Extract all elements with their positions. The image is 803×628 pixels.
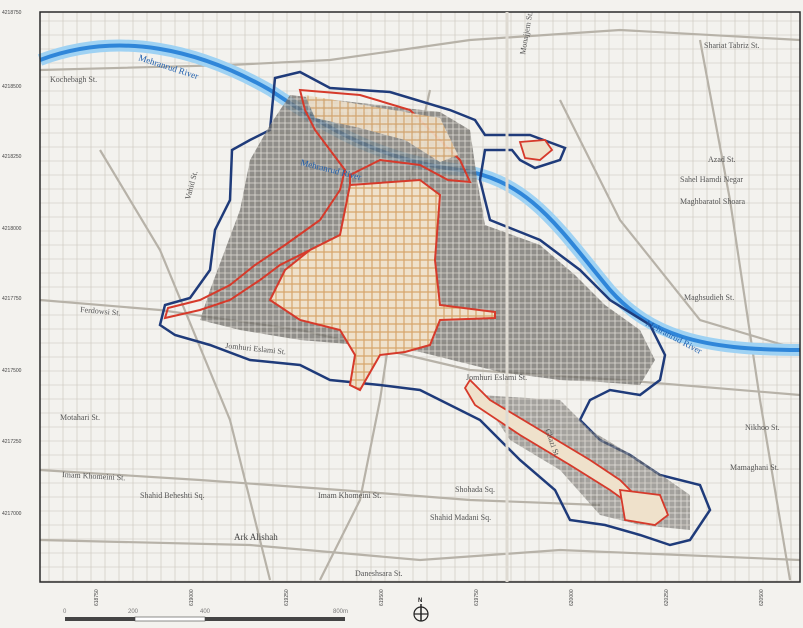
label-square: Shohada Sq. <box>455 485 495 494</box>
scale-segment <box>65 617 135 621</box>
core-zone-north <box>163 88 472 320</box>
scale-label: 800m <box>333 609 348 615</box>
y-tick: 4217250 <box>2 439 22 445</box>
x-tick: 619250 <box>284 589 290 606</box>
label-area: Maghbaratol Shoara <box>680 197 746 206</box>
label-street: Imam Khomeini St. <box>62 470 126 482</box>
x-tick: 619500 <box>379 589 385 606</box>
x-coordinate-ticks: 618750 619000 619250 619500 619750 62000… <box>94 589 765 606</box>
y-tick: 4218000 <box>2 226 22 232</box>
x-tick: 618750 <box>94 589 100 606</box>
label-street: Mamaghani St. <box>730 463 779 472</box>
y-tick: 4218500 <box>2 84 22 90</box>
label-street: Kochebagh St. <box>50 75 97 84</box>
core-zone-bazaar <box>268 178 496 392</box>
x-tick: 620250 <box>664 589 670 606</box>
map-frame <box>39 11 801 583</box>
scale-label: 400 <box>200 609 211 615</box>
y-tick: 4218750 <box>2 10 22 16</box>
scale-label: 200 <box>128 609 139 615</box>
label-street: Motahari St. <box>60 413 100 422</box>
scale-bar: 0 200 400 800m <box>63 609 348 622</box>
label-street: Jomhuri Eslami St. <box>466 373 527 382</box>
y-tick: 4217500 <box>2 368 22 374</box>
label-street: Nikhoo St. <box>745 423 780 432</box>
y-tick: 4217000 <box>2 511 22 517</box>
scale-segment <box>134 616 206 622</box>
north-arrow-icon: N <box>413 598 429 622</box>
label-street: Shariat Tabriz St. <box>704 41 760 50</box>
core-zone-east <box>518 139 554 161</box>
x-tick: 620000 <box>569 589 575 606</box>
label-landmark: Ark Alishah <box>234 532 278 542</box>
y-tick: 4217750 <box>2 296 22 302</box>
scale-label: 0 <box>63 609 67 615</box>
label-street: Ferdowsi St. <box>80 305 121 317</box>
label-street: Imam Khomeini St. <box>318 491 381 500</box>
label-street: Azad St. <box>708 155 736 164</box>
label-area: Sahel Hamdi Negar <box>680 175 743 184</box>
label-street: Maghsudieh St. <box>684 293 734 302</box>
y-tick: 4218250 <box>2 154 22 160</box>
x-tick: 619750 <box>474 589 480 606</box>
label-street: Daneshsara St. <box>355 569 403 578</box>
bazaar-north <box>305 95 458 162</box>
label-square: Shahid Beheshti Sq. <box>140 491 205 500</box>
label-square: Shahid Madani Sq. <box>430 513 491 522</box>
y-coordinate-ticks: 4218750 4218500 4218250 4218000 4217750 … <box>2 10 22 517</box>
x-tick: 620500 <box>759 589 765 606</box>
scale-segment <box>205 617 345 621</box>
x-tick: 619000 <box>189 589 195 606</box>
core-zone-arg <box>618 488 670 526</box>
north-label: N <box>418 598 422 604</box>
